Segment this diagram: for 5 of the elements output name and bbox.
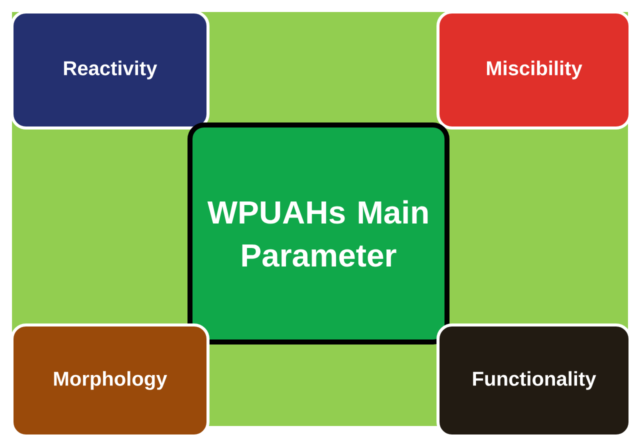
parameter-box: Miscibility xyxy=(436,10,632,130)
parameter-box: WPUAHs Main Parameter xyxy=(188,122,450,344)
parameter-box: Reactivity xyxy=(10,10,210,130)
parameter-box: Functionality xyxy=(436,324,632,438)
parameter-box: Morphology xyxy=(10,324,210,438)
